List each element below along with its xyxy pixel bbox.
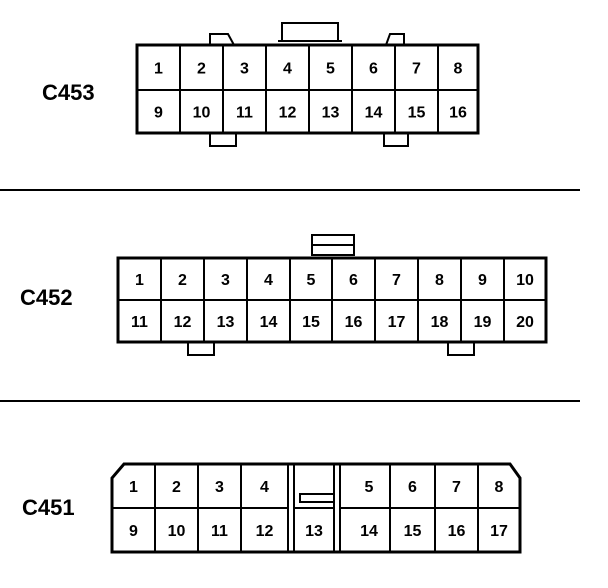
pin-number: 11: [236, 105, 253, 122]
pin-number: 7: [392, 272, 401, 289]
pin-number: 15: [404, 523, 422, 540]
pin-number: 6: [369, 61, 378, 78]
connector-foot: [187, 341, 215, 356]
pin-number: 16: [448, 523, 466, 540]
pin-number: 17: [388, 314, 406, 331]
pin-number: 4: [260, 479, 269, 496]
pin-number: 10: [168, 523, 186, 540]
pin-number: 11: [131, 314, 148, 331]
pin-number: 4: [264, 272, 273, 289]
pin-number: 1: [135, 272, 144, 289]
pin-number: 2: [178, 272, 187, 289]
lock-tab: [209, 133, 237, 147]
connector-foot: [447, 341, 475, 356]
lock-tab: [385, 33, 405, 46]
pin-number: 15: [408, 105, 426, 122]
pin-number: 12: [256, 523, 274, 540]
pin-number: 9: [129, 523, 138, 540]
pin-number: 16: [449, 105, 467, 122]
pin-number: 5: [326, 61, 335, 78]
pin-number: 14: [365, 105, 383, 122]
pin-number: 7: [452, 479, 461, 496]
pin-number: 20: [516, 314, 534, 331]
connector-housing: [110, 462, 522, 554]
pin-number: 13: [217, 314, 235, 331]
pin-number: 14: [360, 523, 378, 540]
pin-number: 5: [307, 272, 316, 289]
pin-number: 9: [478, 272, 487, 289]
pin-number: 3: [221, 272, 230, 289]
pin-number: 14: [260, 314, 278, 331]
pin-number: 9: [154, 105, 163, 122]
pin-number: 8: [454, 61, 463, 78]
pin-number: 15: [302, 314, 320, 331]
pin-number: 10: [516, 272, 534, 289]
pin-number: 13: [305, 523, 323, 540]
pin-number: 2: [197, 61, 206, 78]
pin-number: 7: [412, 61, 421, 78]
pin-number: 18: [431, 314, 449, 331]
pin-number: 19: [474, 314, 492, 331]
pin-number: 13: [322, 105, 340, 122]
pin-number: 4: [283, 61, 292, 78]
pin-number: 5: [365, 479, 374, 496]
pin-number: 17: [490, 523, 508, 540]
connector-latch: [299, 493, 335, 503]
pin-number: 12: [174, 314, 192, 331]
pin-number: 11: [211, 523, 228, 540]
pin-number: 1: [154, 61, 163, 78]
pin-number: 3: [240, 61, 249, 78]
pin-number: 1: [129, 479, 138, 496]
pin-number: 12: [279, 105, 297, 122]
pin-number: 10: [193, 105, 211, 122]
pin-number: 3: [215, 479, 224, 496]
connector-label-c453: C453: [42, 80, 95, 105]
pin-number: 16: [345, 314, 363, 331]
connector-label-c451: C451: [22, 495, 75, 520]
pin-number: 6: [408, 479, 417, 496]
lock-tab: [383, 133, 409, 147]
pin-number: 8: [435, 272, 444, 289]
lock-tab: [209, 33, 235, 46]
connector-label-c452: C452: [20, 285, 73, 310]
pin-number: 6: [349, 272, 358, 289]
connector-latch: [281, 22, 339, 42]
pin-number: 2: [172, 479, 181, 496]
pin-number: 8: [495, 479, 504, 496]
